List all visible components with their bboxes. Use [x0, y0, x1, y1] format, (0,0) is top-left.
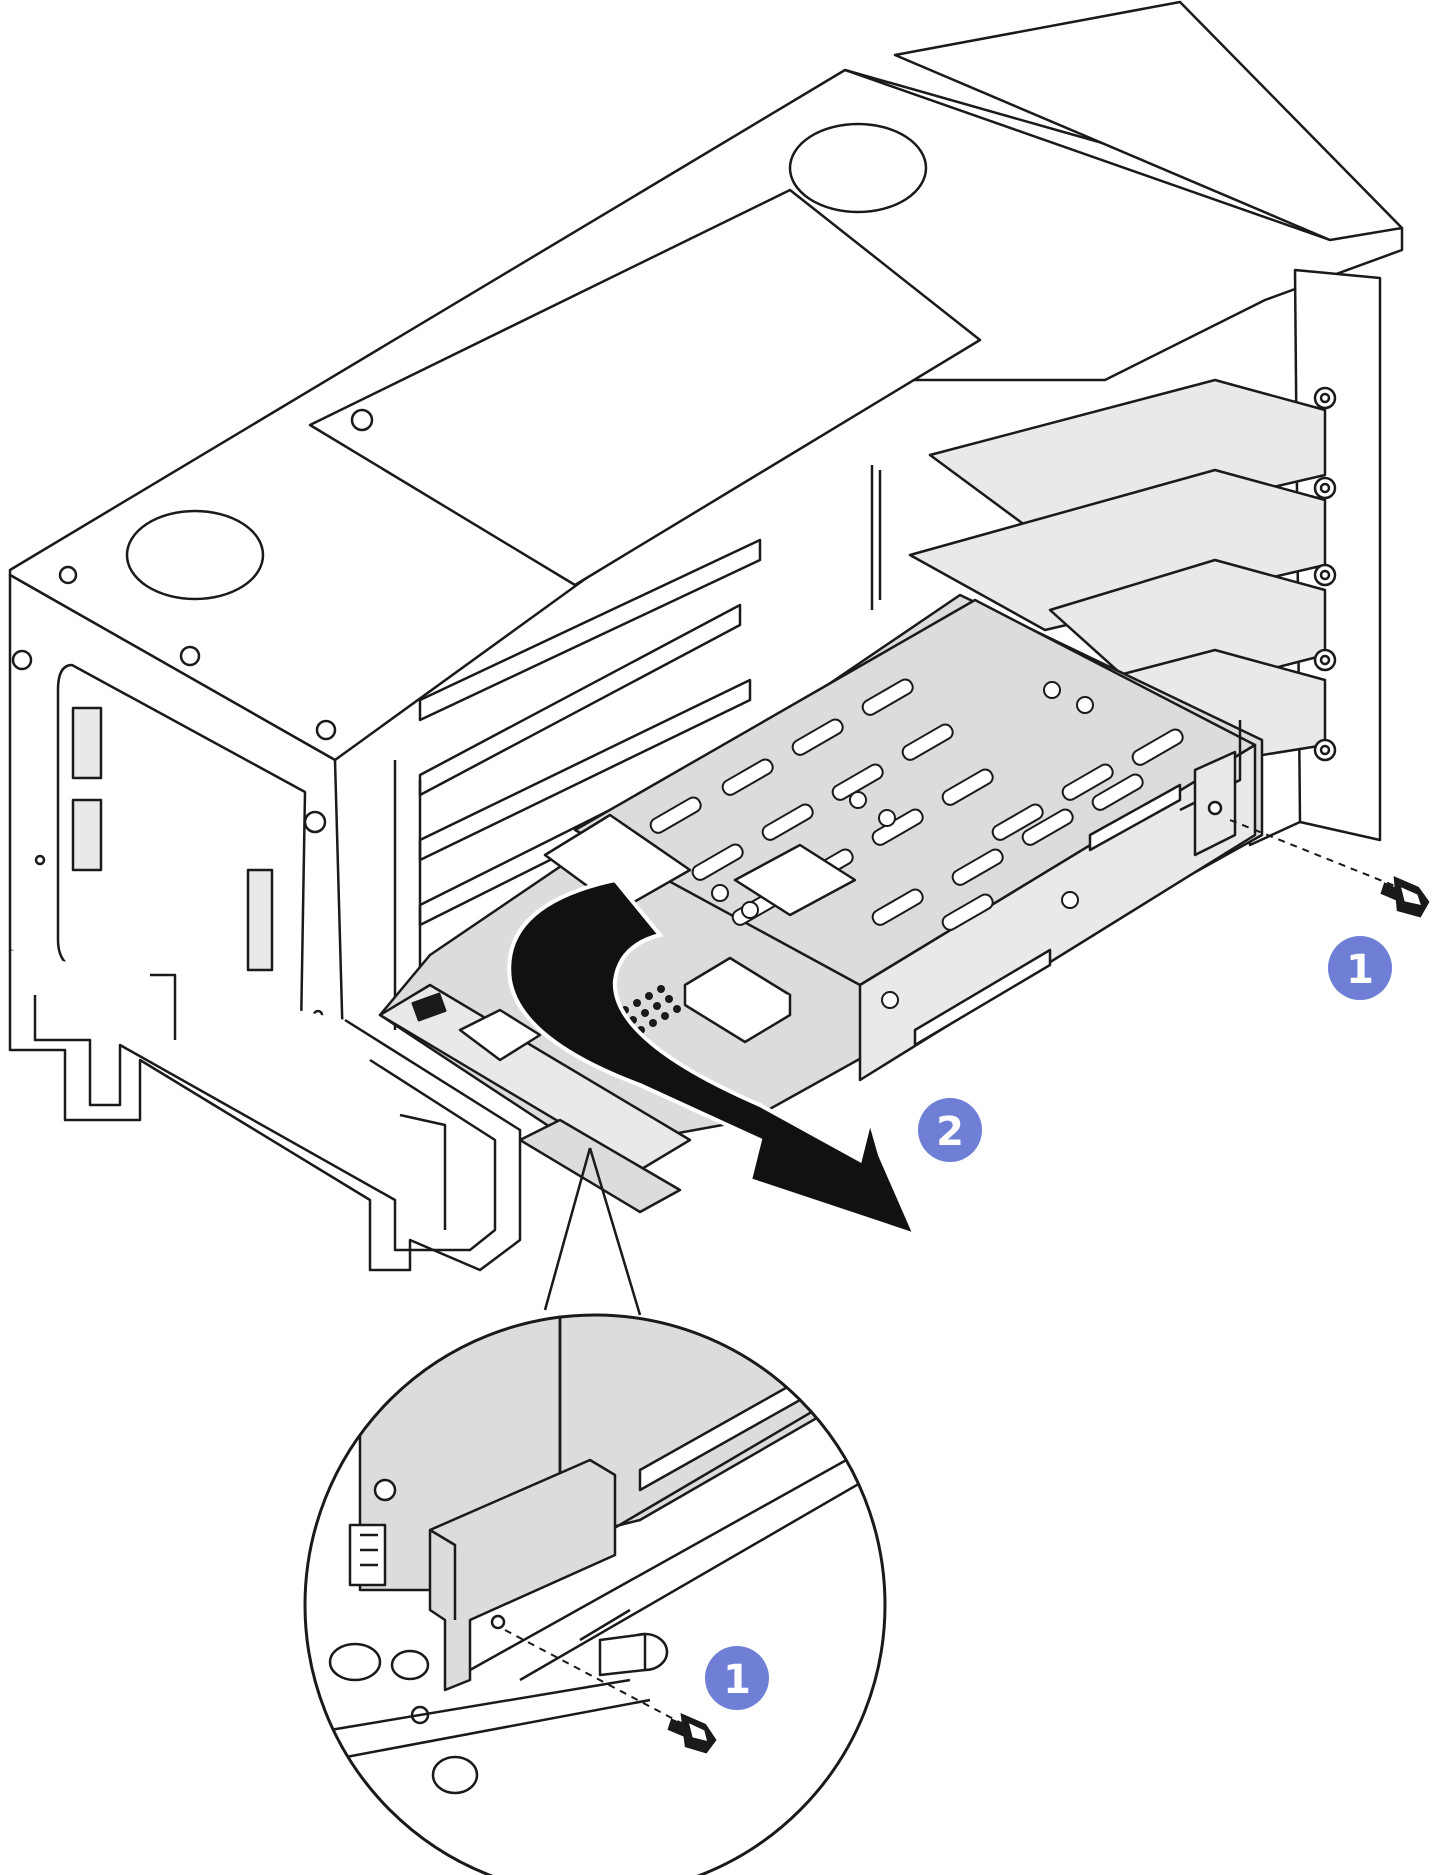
svg-text:1: 1 [1346, 947, 1374, 993]
bottom-handle-frame [8, 950, 522, 1272]
screw-icon [1229, 819, 1430, 918]
riser-cage [8, 0, 1404, 1272]
backplane-board [378, 983, 692, 1172]
bracket-screws [1313, 386, 1337, 762]
screw-icon [504, 1629, 717, 1754]
cover-label-area [308, 188, 982, 587]
svg-text:1: 1 [723, 1657, 751, 1703]
vent-slots [649, 678, 1184, 931]
vent-hole-left [125, 509, 265, 601]
drive-cage [378, 593, 1264, 1214]
pull-arrow-icon [507, 877, 919, 1239]
svg-text:2: 2 [936, 1109, 964, 1155]
detail-circle [303, 1313, 887, 1875]
vent-hole-top [788, 122, 928, 214]
riser-card-slots [393, 538, 762, 1030]
callout-step-2: 2 [918, 1098, 982, 1162]
cage-bottom-rail [518, 1118, 682, 1214]
pcie-slot-covers [908, 378, 1327, 767]
detail-bracket-tab [428, 1458, 617, 1692]
callout-step-1-main: 1 [1328, 936, 1392, 1000]
callout-step-1-detail: 1 [705, 1646, 769, 1710]
